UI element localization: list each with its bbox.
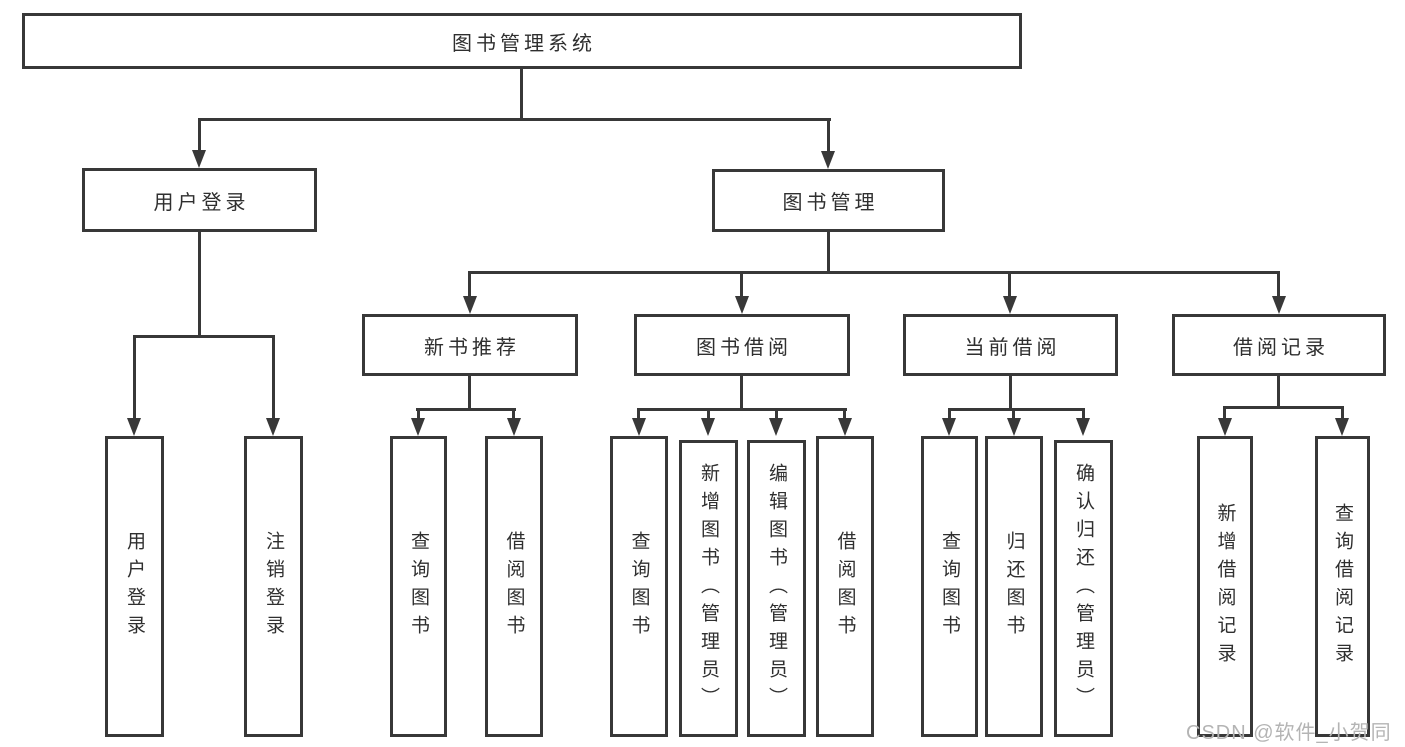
connector-stem <box>417 408 420 420</box>
connector-stem <box>1223 406 1226 420</box>
connector-stem <box>1012 408 1015 420</box>
connector-book-borrow-rail <box>637 408 847 411</box>
connector-stem <box>637 408 640 420</box>
connector-stem <box>1341 406 1344 420</box>
connector-stem-leaf-user-login <box>133 335 136 420</box>
node-borrow-records: 借阅记录 <box>1172 314 1386 376</box>
arrow-down-icon <box>838 418 852 436</box>
leaf-edit-book-admin: 编辑图书（管理员） <box>747 440 806 737</box>
connector-stem-new-book <box>468 271 471 298</box>
node-user-login: 用户登录 <box>82 168 317 232</box>
connector-new-book-rail <box>416 408 516 411</box>
leaf-add-book-admin: 新增图书（管理员） <box>679 440 738 737</box>
connector-root-drop <box>520 69 523 118</box>
connector-root-rail <box>198 118 831 121</box>
connector-stem <box>1082 408 1085 420</box>
connector-book-management-drop <box>827 231 830 274</box>
leaf-borrow-books: 借阅图书 <box>485 436 543 737</box>
leaf-logout: 注销登录 <box>244 436 303 737</box>
leaf-query-books: 查询图书 <box>390 436 447 737</box>
leaf-query-books: 查询图书 <box>610 436 668 737</box>
arrow-down-icon <box>701 418 715 436</box>
arrow-down-icon <box>463 296 477 314</box>
leaf-query-borrow-record: 查询借阅记录 <box>1315 436 1370 737</box>
arrow-down-icon <box>192 150 206 168</box>
connector-stem-book-management <box>827 118 830 151</box>
connector-new-book-drop <box>468 376 471 408</box>
connector-user-login-rail <box>133 335 275 338</box>
connector-stem-borrow-records <box>1277 271 1280 298</box>
arrow-down-icon <box>632 418 646 436</box>
connector-user-login-drop <box>198 232 201 338</box>
connector-stem <box>707 408 710 420</box>
arrow-down-icon <box>1218 418 1232 436</box>
connector-stem <box>948 408 951 420</box>
connector-borrow-records-rail <box>1223 406 1344 409</box>
arrow-down-icon <box>1335 418 1349 436</box>
connector-stem <box>775 408 778 420</box>
leaf-return-books: 归还图书 <box>985 436 1043 737</box>
arrow-down-icon <box>507 418 521 436</box>
connector-stem-book-borrow <box>740 271 743 298</box>
leaf-user-login: 用户登录 <box>105 436 164 737</box>
leaf-add-borrow-record: 新增借阅记录 <box>1197 436 1253 737</box>
node-new-book-recommend: 新书推荐 <box>362 314 578 376</box>
arrow-down-icon <box>821 151 835 169</box>
connector-book-borrow-drop <box>740 376 743 408</box>
arrow-down-icon <box>1272 296 1286 314</box>
arrow-down-icon <box>1007 418 1021 436</box>
connector-stem <box>843 408 846 420</box>
arrow-down-icon <box>1003 296 1017 314</box>
arrow-down-icon <box>266 418 280 436</box>
arrow-down-icon <box>942 418 956 436</box>
arrow-down-icon <box>1076 418 1090 436</box>
node-book-management: 图书管理 <box>712 169 945 232</box>
leaf-borrow-books: 借阅图书 <box>816 436 874 737</box>
node-current-borrowing: 当前借阅 <box>903 314 1118 376</box>
arrow-down-icon <box>735 296 749 314</box>
connector-current-borrow-rail <box>948 408 1085 411</box>
arrow-down-icon <box>411 418 425 436</box>
node-library-system: 图书管理系统 <box>22 13 1022 69</box>
leaf-confirm-return-admin: 确认归还（管理员） <box>1054 440 1113 737</box>
arrow-down-icon <box>127 418 141 436</box>
leaf-query-books: 查询图书 <box>921 436 978 737</box>
node-book-borrowing: 图书借阅 <box>634 314 850 376</box>
connector-stem-current-borrow <box>1008 271 1011 298</box>
arrow-down-icon <box>769 418 783 436</box>
connector-stem-user-login <box>198 118 201 151</box>
connector-stem <box>512 408 515 420</box>
connector-current-borrow-drop <box>1009 376 1012 408</box>
csdn-watermark: CSDN @软件_小贺同学 <box>1186 722 1392 744</box>
connector-stem-leaf-logout <box>272 335 275 420</box>
connector-borrow-records-drop <box>1277 376 1280 407</box>
connector-book-management-rail <box>468 271 1280 274</box>
